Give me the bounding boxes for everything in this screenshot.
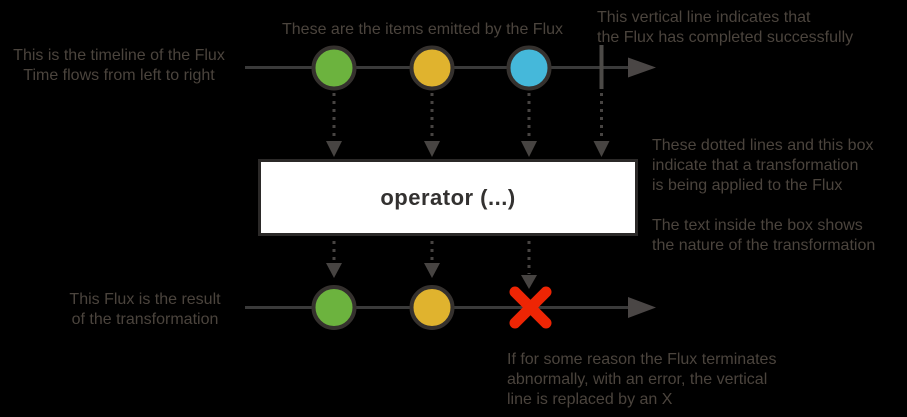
result-timeline-arrow-icon <box>628 297 656 318</box>
note-result: This Flux is the result of the transform… <box>69 291 221 328</box>
note-transformation: These dotted lines and this box indicate… <box>652 137 874 194</box>
dotted-arrowhead-bottom-2-icon <box>424 263 440 278</box>
note-items-emitted: These are the items emitted by the Flux <box>282 21 564 38</box>
dotted-arrowhead-bottom-3-icon <box>521 275 537 289</box>
note-completed: This vertical line indicates that the Fl… <box>597 9 854 46</box>
operator-box-label: operator (...) <box>380 184 516 210</box>
dotted-arrowhead-top-1-icon <box>326 141 342 157</box>
result-item-green-circle <box>311 285 357 330</box>
note-timeline: This is the timeline of the Flux Time fl… <box>13 47 225 84</box>
dotted-arrowhead-top-3-icon <box>521 141 537 157</box>
source-item-blue-circle <box>506 45 552 91</box>
dotted-arrowhead-top-2-icon <box>424 141 440 157</box>
source-timeline-arrow-icon <box>628 57 656 78</box>
note-error: If for some reason the Flux terminates a… <box>507 351 777 408</box>
operator-box: operator (...) <box>258 159 638 236</box>
note-box-text: The text inside the box shows the nature… <box>652 217 876 254</box>
error-x-icon <box>509 286 552 329</box>
dotted-arrowhead-top-4-icon <box>593 141 610 157</box>
result-item-yellow-circle <box>409 285 455 330</box>
source-item-green-circle <box>311 45 357 91</box>
source-item-yellow-circle <box>409 45 455 91</box>
dotted-arrowhead-bottom-1-icon <box>326 263 342 278</box>
